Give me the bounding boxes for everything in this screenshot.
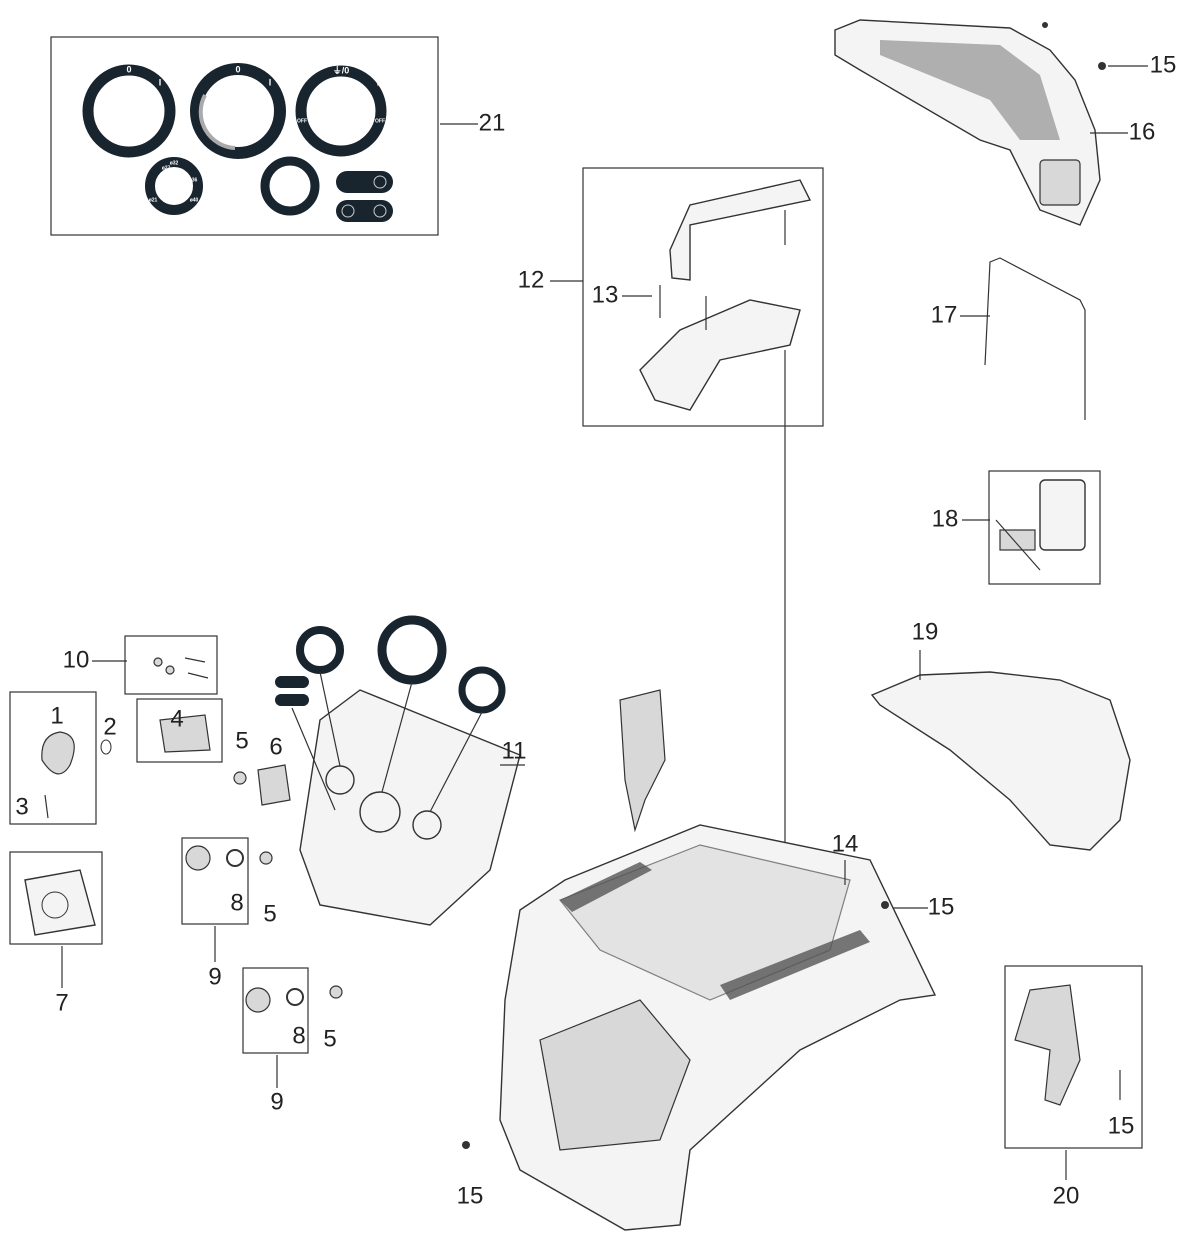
callout-7: 7 (55, 989, 68, 1016)
part-11-control-panel (275, 615, 525, 926)
callout-15: 15 (457, 1182, 484, 1209)
part-21-frame (50, 36, 439, 236)
switch-plate-2 (336, 200, 393, 222)
dial-4-36: ø36 (189, 177, 198, 183)
dial-1-one: I (159, 77, 162, 87)
part-19-side-cover (870, 650, 1131, 851)
callout-2: 2 (103, 713, 116, 740)
part-18-latch-kit (962, 470, 1101, 585)
callout-6: 6 (269, 733, 282, 760)
part-17-wire-bail (984, 257, 1086, 420)
switch-plate-2-icon-a (341, 204, 355, 218)
callout-11: 11 (502, 737, 527, 764)
callout-9: 9 (208, 963, 221, 990)
callout-16: 16 (1129, 118, 1156, 145)
dial-4-27: ø27 (162, 165, 171, 171)
part-16-top-grille (834, 19, 1148, 226)
callout-14: 14 (832, 830, 859, 857)
callout-8: 8 (292, 1022, 305, 1049)
switch-plate-2-icon-b (373, 204, 387, 218)
callout-19: 19 (912, 618, 939, 645)
dial-4-21: ø21 (149, 197, 158, 203)
callout-12: 12 (518, 266, 545, 293)
callout-20: 20 (1053, 1182, 1080, 1209)
callout-1: 1 (50, 702, 63, 729)
dial-3-off-right: OFF (375, 118, 385, 124)
part-20-side-handle-kit (1004, 965, 1143, 1180)
dial-ring-2 (190, 63, 286, 159)
callout-21: 21 (479, 109, 506, 136)
dial-4-32: ø32 (170, 160, 179, 166)
dial-ring-3 (295, 65, 387, 157)
part-14-main-housing (462, 689, 937, 1231)
callout-8: 8 (230, 889, 243, 916)
callout-5: 5 (323, 1025, 336, 1052)
small-parts (9, 635, 343, 1088)
switch-plate-1 (336, 171, 393, 193)
switch-plate-1-icon (373, 175, 387, 189)
callout-9: 9 (270, 1088, 283, 1115)
dial-2-zero: 0 (235, 64, 240, 74)
callout-18: 18 (932, 505, 959, 532)
part-21-dial-labels-group: 0 I 0 I ⏚/0 I OFF OFF ø27 ø32 ø36 ø21 ø4… (50, 36, 478, 236)
callout-13: 13 (592, 281, 619, 308)
callout-15: 15 (1150, 51, 1177, 78)
callout-17: 17 (931, 301, 958, 328)
dial-1-zero: 0 (126, 64, 131, 74)
callout-15: 15 (928, 893, 955, 920)
part-12-handle-kit (550, 167, 824, 890)
dial-4-40: ø40 (190, 197, 199, 203)
callout-3: 3 (15, 793, 28, 820)
callout-labels: 1 2 3 4 5 5 5 6 7 8 8 9 9 10 11 12 13 14… (15, 51, 1176, 1209)
dial-3-off-left: OFF (297, 118, 307, 124)
dial-2-arc (198, 94, 236, 150)
dial-3-one: I (377, 77, 380, 87)
dial-ring-5 (260, 156, 320, 216)
callout-5: 5 (235, 727, 248, 754)
callout-15: 15 (1108, 1112, 1135, 1139)
callout-5: 5 (263, 900, 276, 927)
dial-ring-1 (82, 64, 176, 158)
dial-3-top: ⏚/0 (333, 65, 350, 75)
dial-2-one: I (269, 77, 272, 87)
callout-10: 10 (63, 646, 90, 673)
dial-ring-4 (145, 157, 203, 215)
callout-4: 4 (170, 705, 183, 732)
